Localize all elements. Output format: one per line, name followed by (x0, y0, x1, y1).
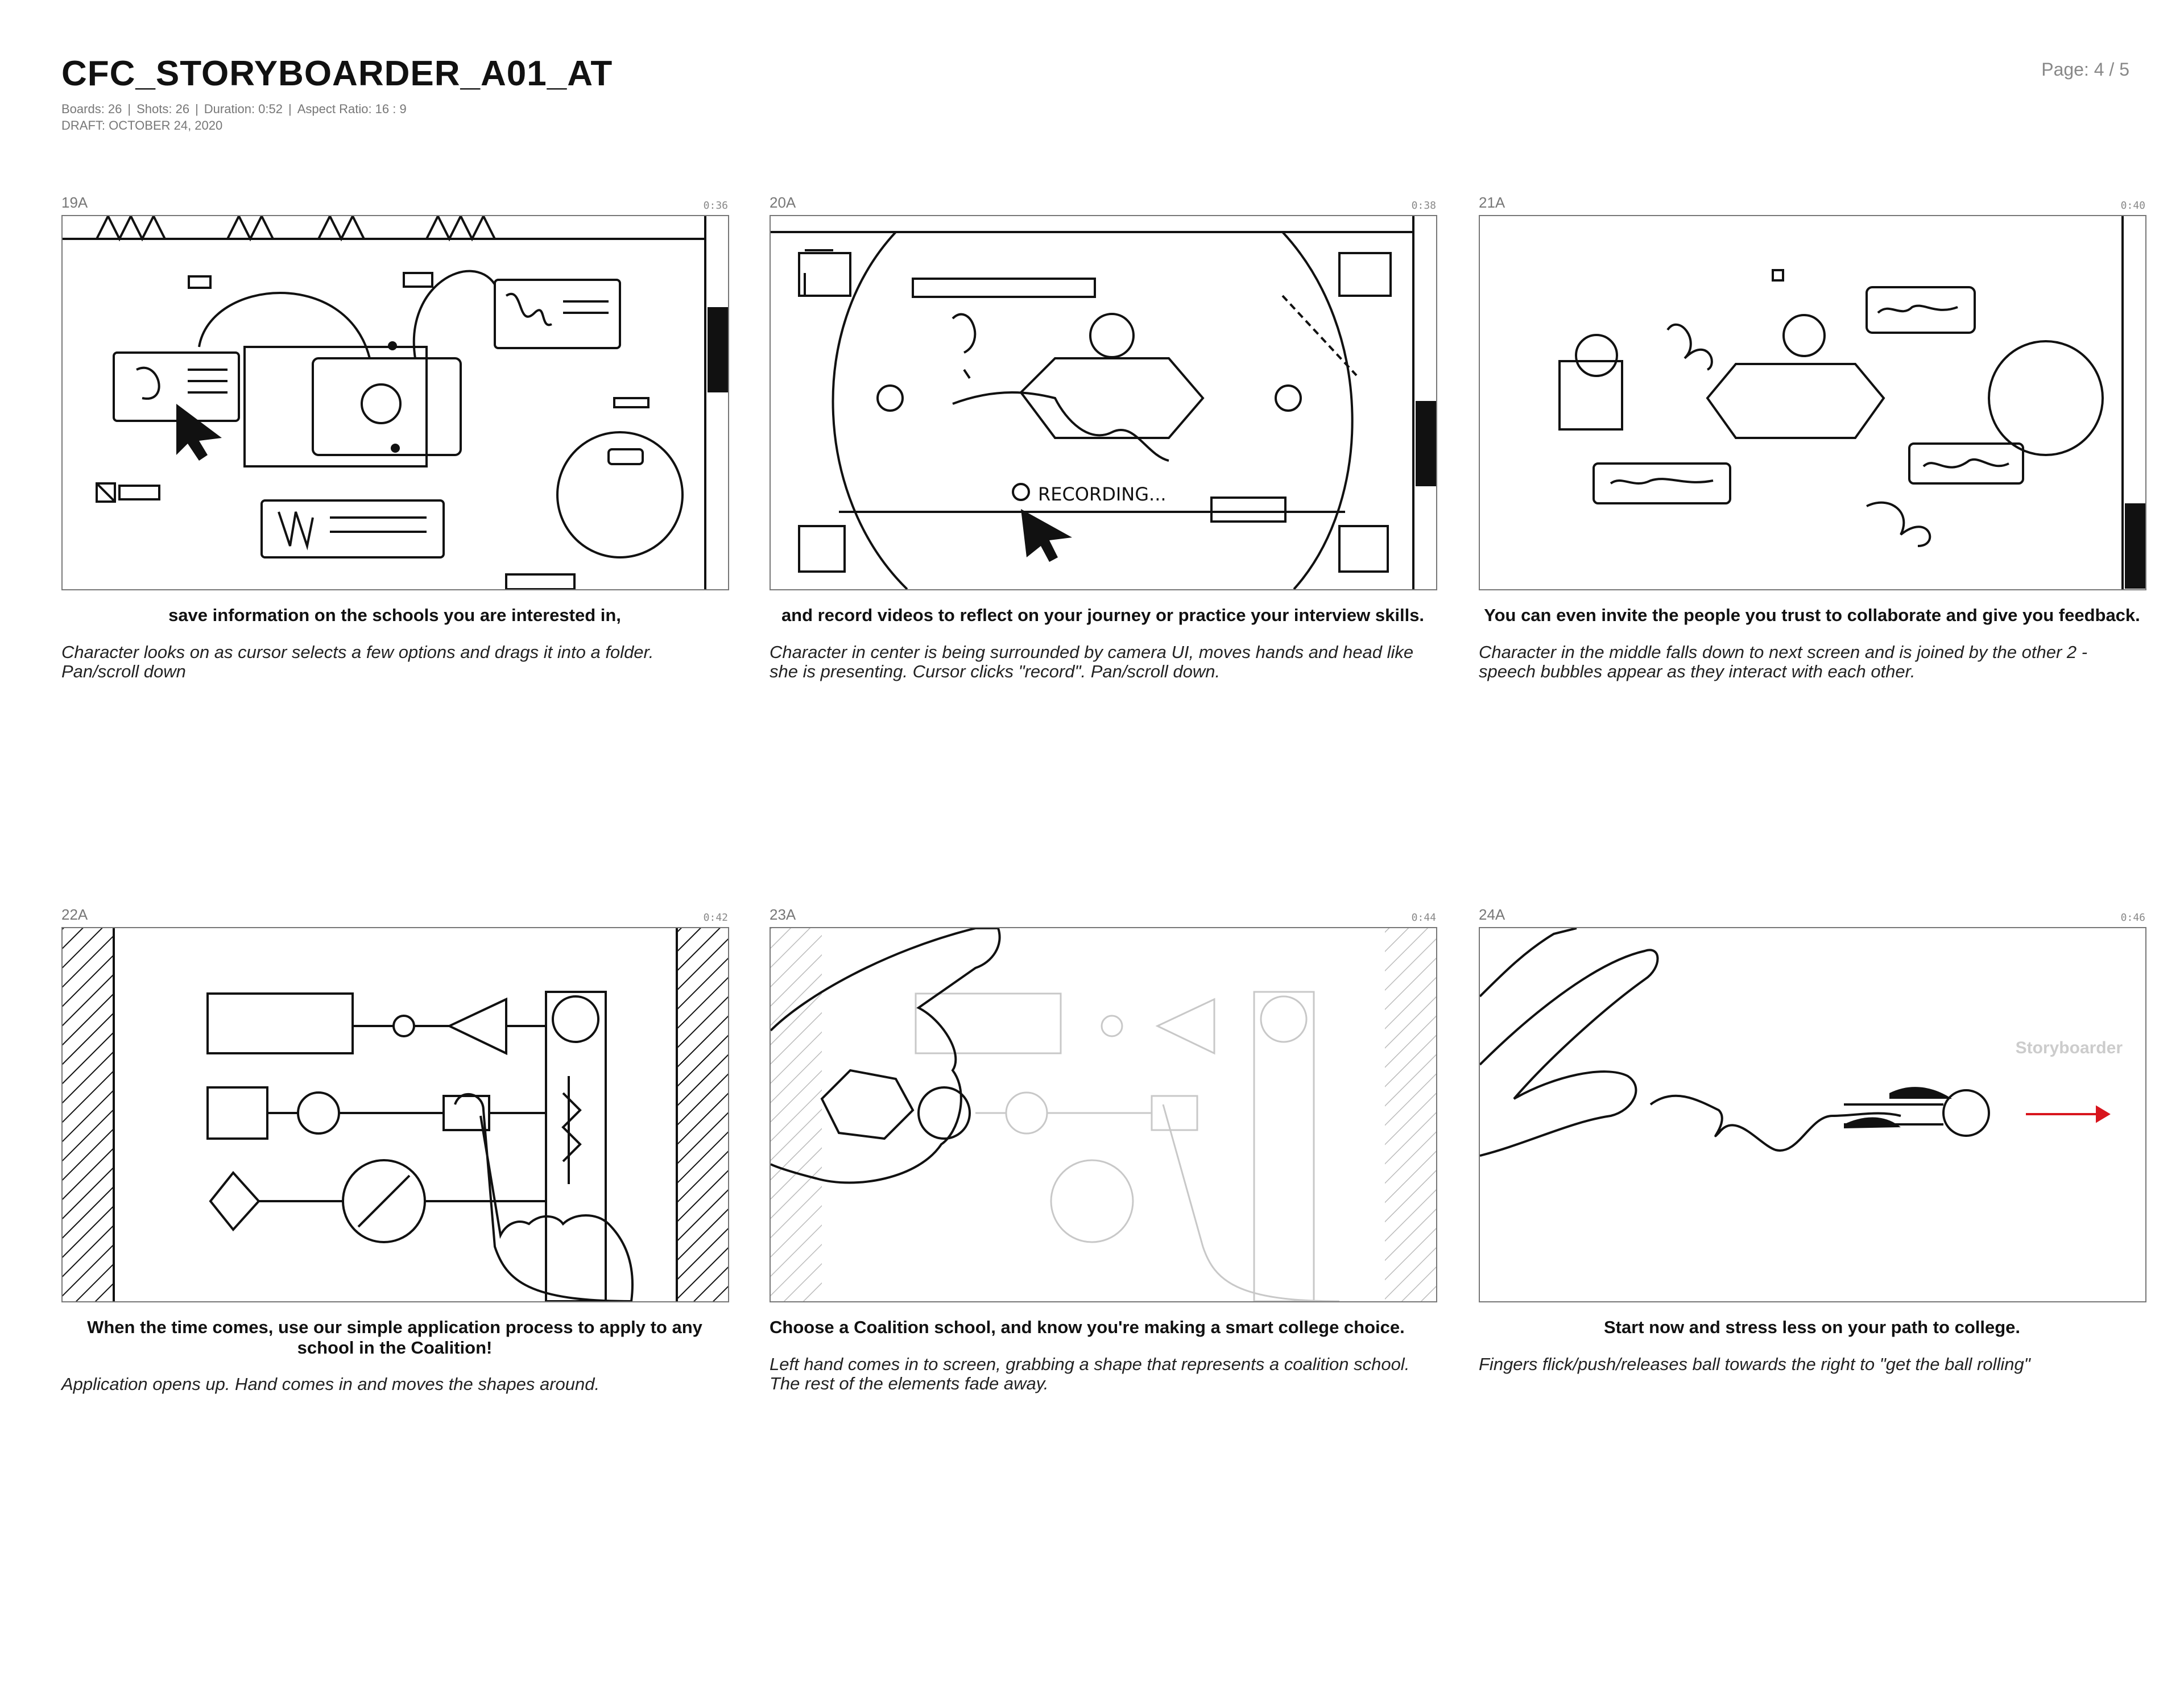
panel-action: Fingers flick/push/releases ball towards… (1479, 1354, 2030, 1374)
panel-header: 20A 0:38 (770, 193, 1436, 212)
sketch-ball-rolling (1480, 928, 2111, 1157)
panel-action: Application opens up. Hand comes in and … (61, 1374, 600, 1395)
panel-duration: 0:36 (703, 200, 728, 212)
panel-header: 19A 0:36 (61, 193, 728, 212)
draft-date: DRAFT: OCTOBER 24, 2020 (61, 118, 223, 133)
panel-action: Character looks on as cursor selects a f… (61, 642, 654, 681)
document-header: CFC_STORYBOARDER_A01_AT Boards: 26|Shots… (61, 54, 613, 134)
panel-22a: 22A 0:42 (61, 905, 729, 1395)
sketch-camera-recording: RECORDING... (771, 216, 1436, 589)
panel-header: 22A 0:42 (61, 905, 728, 924)
recording-label: RECORDING... (1038, 483, 1167, 505)
meta-shots: Shots: 26 (136, 102, 190, 117)
panel-number: 24A (1479, 906, 1505, 923)
meta-boards: Boards: 26 (61, 102, 122, 117)
panel-image (61, 927, 729, 1302)
panel-duration: 0:44 (1411, 912, 1436, 924)
panel-number: 21A (1479, 194, 1505, 211)
panel-21a: 21A 0:40 You can ev (1479, 193, 2146, 681)
panel-number: 23A (770, 906, 796, 923)
panel-dialogue: save information on the schools you are … (168, 605, 621, 625)
panel-number: 19A (61, 194, 88, 211)
panel-header: 21A 0:40 (1479, 193, 2145, 212)
sketch-collaboration (1558, 216, 2145, 589)
panel-dialogue: Start now and stress less on your path t… (1603, 1317, 2021, 1337)
panel-dialogue: When the time comes, use our simple appl… (87, 1317, 702, 1358)
panel-action: Left hand comes in to screen, grabbing a… (770, 1354, 1410, 1393)
panel-duration: 0:42 (703, 912, 728, 924)
panel-dialogue: and record videos to reflect on your jou… (781, 605, 1425, 625)
page-number: Page: 4 / 5 (2041, 59, 2129, 80)
storyboarder-logo: Storyboarder (2015, 1039, 2123, 1057)
panel-20a: 20A 0:38 (770, 193, 1437, 681)
meta-duration: Duration: 0:52 (204, 102, 283, 117)
sketch-folder-drag (63, 216, 728, 589)
sketch-hand-grab (771, 928, 1436, 1301)
panel-image: RECORDING... (770, 215, 1437, 590)
document-meta: Boards: 26|Shots: 26|Duration: 0:52|Aspe… (61, 101, 613, 134)
panel-dialogue: You can even invite the people you trust… (1484, 605, 2140, 625)
panel-duration: 0:40 (2120, 200, 2145, 212)
panel-duration: 0:38 (1411, 200, 1436, 212)
panel-23a: 23A 0:44 (770, 905, 1437, 1393)
document-title: CFC_STORYBOARDER_A01_AT (61, 54, 613, 93)
panel-image (1479, 927, 2146, 1302)
panel-action: Character in the middle falls down to ne… (1479, 642, 2088, 681)
panel-24a: 24A 0:46 Start now and stress less on yo… (1479, 905, 2146, 1374)
panel-duration: 0:46 (2120, 912, 2145, 924)
sketch-application-shapes (63, 928, 728, 1301)
panel-image (1479, 215, 2146, 590)
panel-header: 23A 0:44 (770, 905, 1436, 924)
panel-image (61, 215, 729, 590)
panel-header: 24A 0:46 (1479, 905, 2145, 924)
panel-number: 20A (770, 194, 796, 211)
panel-action: Character in center is being surrounded … (770, 642, 1414, 681)
meta-aspect-ratio: Aspect Ratio: 16 : 9 (297, 102, 407, 117)
panel-number: 22A (61, 906, 88, 923)
panel-image (770, 927, 1437, 1302)
panel-dialogue: Choose a Coalition school, and know you'… (770, 1317, 1405, 1337)
meta-line: Boards: 26|Shots: 26|Duration: 0:52|Aspe… (61, 102, 407, 117)
panel-19a: 19A 0:36 (61, 193, 729, 681)
